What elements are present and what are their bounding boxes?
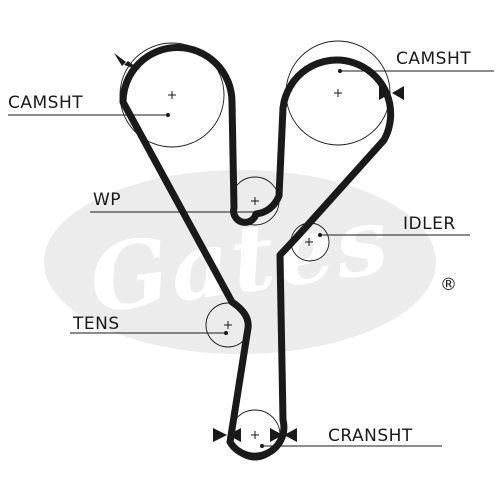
timing-belt — [119, 44, 395, 460]
crankshaft-centre — [251, 431, 259, 439]
leader-lines — [8, 69, 494, 448]
tensioner-centre — [224, 321, 232, 329]
label-camshaft-right: CAMSHT — [396, 49, 471, 69]
camshaft-left-timing-mark — [114, 53, 140, 70]
camshaft-left-centre — [168, 91, 176, 99]
label-water-pump: WP — [93, 190, 121, 210]
crankshaft-timing-mark-left — [213, 428, 241, 442]
timing-marks — [114, 53, 404, 442]
pulley-centres — [168, 89, 342, 439]
label-crankshaft: CRANSHT — [328, 426, 413, 446]
camshaft-right-timing-mark — [379, 86, 404, 100]
gates-watermark: Gates ® — [44, 170, 458, 354]
label-tensioner: TENS — [72, 314, 120, 334]
crankshaft-timing-mark-right — [270, 428, 297, 442]
label-idler: IDLER — [403, 214, 456, 234]
camshaft-right-centre — [334, 89, 342, 97]
label-camshaft-left: CAMSHT — [8, 93, 83, 113]
watermark-registered-mark: ® — [440, 275, 458, 295]
idler-centre — [305, 238, 313, 246]
water-pump-centre — [251, 197, 259, 205]
